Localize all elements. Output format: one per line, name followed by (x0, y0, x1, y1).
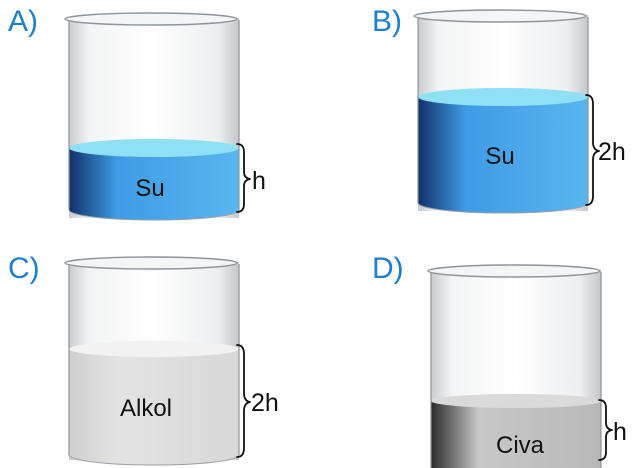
height-brace (236, 143, 251, 213)
beaker-rim (413, 9, 587, 23)
beaker-liquid-body (431, 401, 601, 468)
height-label: h (613, 418, 627, 446)
beaker-liquid-body (69, 349, 239, 465)
height-brace (236, 344, 251, 458)
liquid-label: Alkol (120, 395, 172, 422)
beaker-c: C) Alkol 2h (8, 252, 279, 466)
liquid-label: Civa (496, 432, 545, 459)
beaker-glass-bottom (68, 209, 240, 221)
beaker-a: A) Su h (8, 5, 266, 221)
height-brace (598, 399, 613, 461)
option-label: C) (8, 252, 40, 285)
beaker-b: B) Su 2h (372, 5, 626, 214)
beaker-liquid-surface (69, 139, 239, 157)
option-label: B) (372, 5, 402, 38)
beaker-d: D) Civa h (372, 252, 627, 468)
beaker-glass-bottom (68, 454, 240, 466)
liquid-label: Su (485, 143, 514, 170)
height-label: 2h (251, 389, 279, 417)
beaker-liquid-body (69, 148, 239, 220)
option-label: A) (8, 5, 38, 38)
beaker-liquid-surface (69, 341, 239, 357)
height-label: h (252, 167, 266, 195)
height-label: 2h (598, 138, 626, 166)
beaker-rim (64, 12, 238, 26)
height-brace (585, 94, 600, 206)
beaker-glass-bottom (417, 202, 589, 214)
option-label: D) (372, 252, 404, 285)
beaker-liquid-surface (431, 394, 601, 408)
beaker-rim (64, 256, 238, 270)
liquid-label: Su (135, 175, 164, 202)
beaker-liquid-surface (418, 88, 588, 106)
beaker-liquid-body (418, 97, 588, 213)
beaker-rim (427, 264, 601, 278)
